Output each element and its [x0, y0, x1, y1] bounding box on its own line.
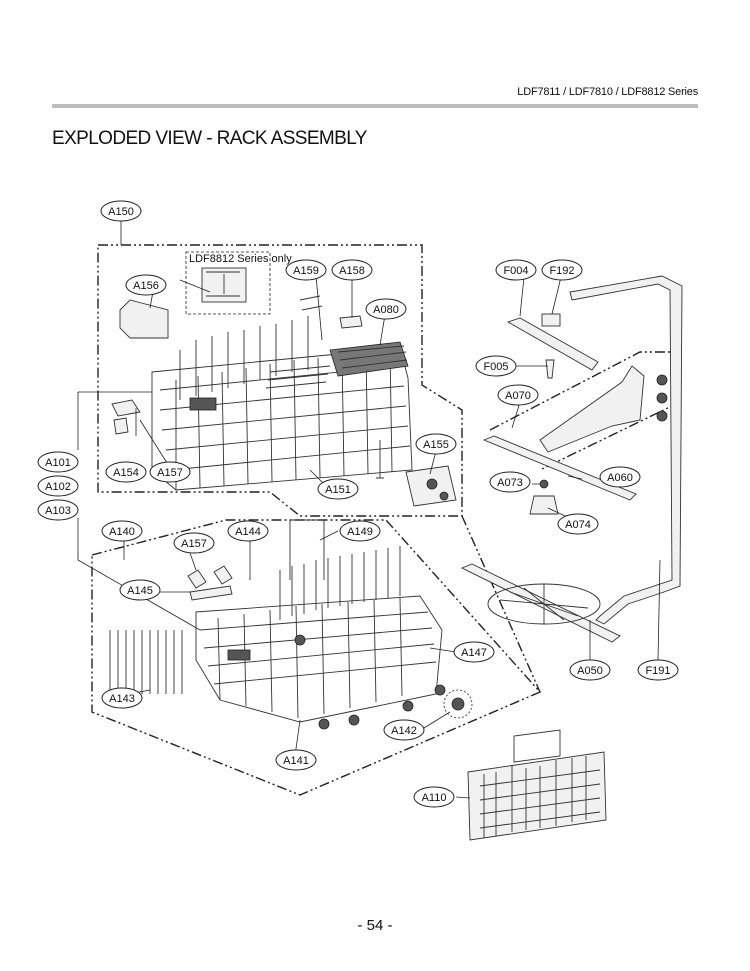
bracket-part-a158	[339, 315, 363, 329]
hub-part-a074	[529, 495, 559, 515]
callout-a151: A151	[317, 478, 359, 500]
clip-part-a156	[119, 299, 169, 339]
callout-a050: A050	[569, 659, 611, 681]
callout-a159: A159	[285, 259, 327, 281]
svg-text:A060: A060	[607, 472, 633, 484]
clip-part-a145	[189, 585, 233, 601]
callout-f005: F005	[475, 355, 517, 377]
lower-rack	[109, 519, 446, 730]
screw-part-f005	[545, 359, 555, 379]
svg-text:A145: A145	[127, 585, 153, 597]
header-rule	[52, 104, 698, 108]
model-series-header: LDF7811 / LDF7810 / LDF8812 Series	[517, 86, 698, 98]
callout-a155: A155	[415, 433, 457, 455]
svg-text:F004: F004	[503, 265, 528, 277]
callout-a101: A101	[37, 451, 79, 473]
svg-text:A158: A158	[339, 265, 365, 277]
inset-box	[185, 251, 271, 315]
svg-text:A157: A157	[157, 467, 183, 479]
svg-text:A103: A103	[45, 505, 71, 517]
svg-text:A156: A156	[133, 280, 159, 292]
callout-a142: A142	[383, 719, 425, 741]
callout-f192: F192	[541, 259, 583, 281]
svg-text:A157: A157	[181, 538, 207, 550]
clip-part-a157b	[187, 565, 233, 589]
svg-text:F192: F192	[549, 265, 574, 277]
svg-text:A141: A141	[283, 755, 309, 767]
callout-f004: F004	[495, 259, 537, 281]
callout-a141: A141	[275, 749, 317, 771]
svg-text:A154: A154	[113, 467, 139, 479]
callout-a074: A074	[557, 513, 599, 535]
svg-text:A143: A143	[109, 693, 135, 705]
page-title: EXPLODED VIEW - RACK ASSEMBLY	[52, 128, 367, 149]
manifold-part-a070	[539, 365, 645, 453]
callout-a073: A073	[489, 471, 531, 493]
leader-lines	[77, 221, 661, 799]
nut-part-f192	[541, 313, 561, 327]
svg-text:A101: A101	[45, 457, 71, 469]
svg-text:A149: A149	[347, 526, 373, 538]
svg-text:A080: A080	[373, 304, 399, 316]
callout-a154: A154	[105, 461, 147, 483]
roller-part	[451, 697, 465, 711]
callout-a145: A145	[119, 579, 161, 601]
roller-boundary	[461, 515, 541, 693]
svg-text:A151: A151	[325, 484, 351, 496]
callout-a060: A060	[599, 466, 641, 488]
callout-a157-upper: A157	[149, 461, 191, 483]
roller-callout-circle	[443, 689, 473, 719]
callout-a110: A110	[413, 786, 455, 808]
svg-text:A073: A073	[497, 477, 523, 489]
page-number: - 54 -	[357, 917, 393, 934]
callout-a147: A147	[453, 641, 495, 663]
silverware-basket-a110	[467, 729, 607, 841]
callout-a144: A144	[227, 520, 269, 542]
spray-arm-boundary	[489, 351, 677, 471]
svg-text:A150: A150	[108, 206, 134, 218]
upper-rack	[151, 295, 413, 491]
svg-text:A070: A070	[505, 390, 531, 402]
callout-a103: A103	[37, 499, 79, 521]
svg-text:A144: A144	[235, 526, 261, 538]
svg-text:A155: A155	[423, 439, 449, 451]
svg-text:A050: A050	[577, 665, 603, 677]
svg-text:A110: A110	[422, 792, 447, 804]
svg-text:F005: F005	[483, 361, 508, 373]
callout-a070: A070	[497, 384, 539, 406]
svg-text:F191: F191	[645, 665, 670, 677]
callout-a143: A143	[101, 687, 143, 709]
callout-a156: A156	[125, 274, 167, 296]
callout-a080: A080	[365, 298, 407, 320]
svg-text:A102: A102	[45, 481, 71, 493]
svg-text:A074: A074	[565, 519, 591, 531]
supply-tube-f191	[569, 275, 683, 625]
clip-part-a154	[113, 417, 129, 435]
hub-part-a073	[539, 479, 549, 489]
spray-arm-upper	[506, 317, 599, 371]
callout-a149: A149	[339, 520, 381, 542]
clip-part-a157	[111, 399, 141, 417]
callout-a158: A158	[331, 259, 373, 281]
adjuster-detail	[206, 271, 240, 297]
svg-text:A159: A159	[293, 265, 319, 277]
svg-text:A140: A140	[109, 526, 135, 538]
spray-arm-middle	[482, 435, 637, 501]
callout-a150: A150	[100, 200, 142, 222]
callout-a140: A140	[101, 520, 143, 542]
callout-f191: F191	[637, 659, 679, 681]
callout-a157-lower: A157	[173, 532, 215, 554]
inset-note: LDF8812 Series only	[189, 253, 292, 265]
svg-text:A147: A147	[461, 647, 487, 659]
svg-text:A142: A142	[391, 725, 417, 737]
callout-a102: A102	[37, 475, 79, 497]
